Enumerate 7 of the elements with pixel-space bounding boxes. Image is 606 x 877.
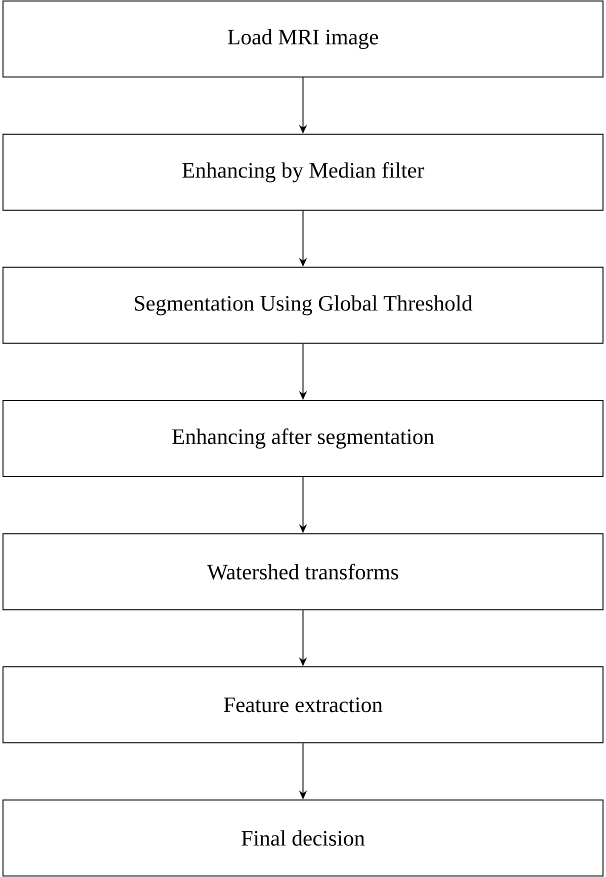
process-box: Watershed transforms bbox=[2, 533, 604, 610]
process-box: Enhancing after segmentation bbox=[2, 400, 604, 477]
process-box: Enhancing by Median filter bbox=[2, 134, 604, 211]
process-box: Feature extraction bbox=[2, 666, 604, 744]
process-box: Load MRI image bbox=[2, 0, 604, 78]
process-box: Segmentation Using Global Threshold bbox=[2, 266, 604, 344]
process-box: Final decision bbox=[2, 800, 604, 876]
